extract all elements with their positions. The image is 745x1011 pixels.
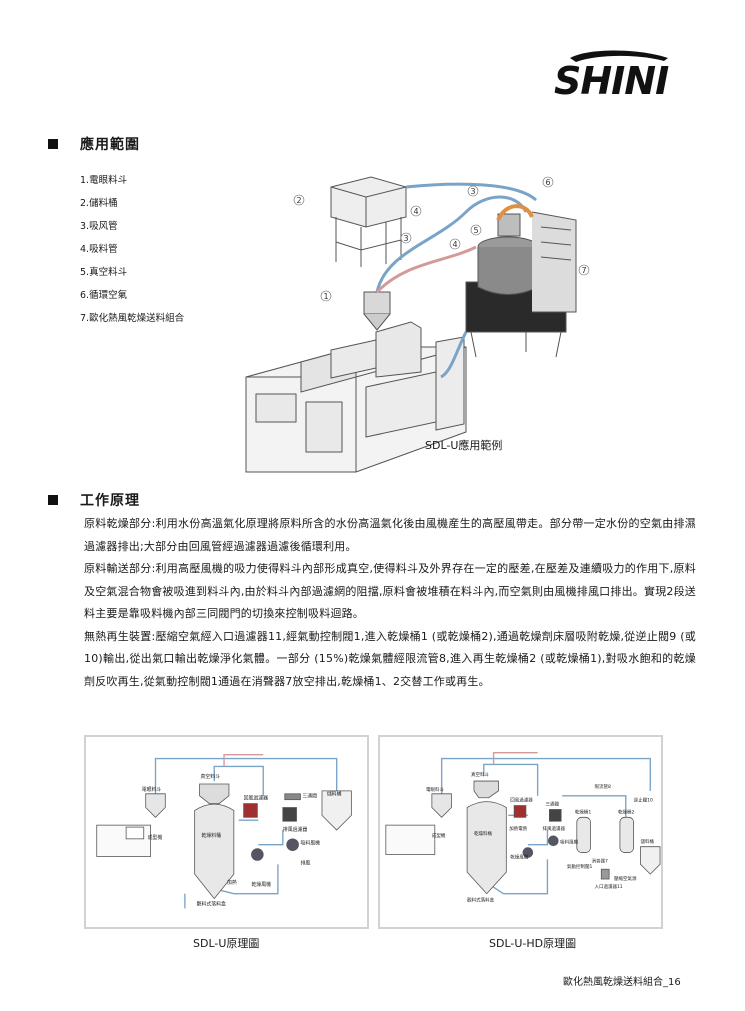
page-footer: 歐化熱風乾燥送料組合_16 [563,977,681,988]
label-dry-fan: 乾燥風機 [510,853,528,860]
label-three-way: 三通閥 [302,793,317,800]
label-molding: 成型機 [148,834,163,841]
paragraph-drying: 原料乾燥部分:利用水份高溫氣化原理將原料所含的水份高溫氣化後由風機産生的高壓風帶… [84,517,696,553]
list-item: 4.吸料管 [80,244,118,255]
storage-bin [330,176,407,228]
label-suction-fan: 吸料風機 [300,840,320,847]
label-storage: 儲料桶 [640,838,654,845]
diagram-caption: SDL-U-HD原理圖 [489,937,577,950]
section-title: 工作原理 [80,493,140,509]
label-vacuum-hopper: 真空料斗 [201,773,221,780]
return-hose [375,245,477,294]
label-suction-fan: 吸料風機 [560,839,578,846]
label-exhaust-filter: 排風過濾器 [543,825,566,832]
list-item: 7.歐化熱風乾燥送料組合 [80,313,185,324]
callout-2: 2 [297,196,302,205]
square-bullet-icon [48,495,58,505]
list-item: 1.電眼料斗 [80,175,128,186]
section-application-heading: 應用範圍 [48,134,140,154]
label-heater: 加熱電熱 [509,825,527,832]
sdl-u-hd-diagram: 真空料斗 電眼料斗 成型機 回風過濾器 三通閥 限流管8 逆止閥10 加熱電熱 … [378,735,663,929]
section-principle-heading: 工作原理 [48,490,140,510]
label-inlet-filter: 入口過濾器11 [594,883,622,890]
callout-4: 4 [414,207,419,216]
label-valve: 限流管8 [594,783,610,790]
section-title: 應用範圍 [80,137,140,153]
label-vacuum-hopper: 真空料斗 [471,771,489,778]
logo-swoosh [570,50,668,62]
label-silencer: 消音器7 [592,857,608,864]
callout-5: 5 [474,226,479,235]
label-return-filter: 回風過濾器 [244,795,268,802]
list-item: 2.儲料桶 [80,198,118,209]
label-return-filter: 回風過濾器 [510,797,533,804]
label-control-valve: 氣動控制閥1 [567,863,592,870]
label-exhaust-filter: 排風過濾器 [283,826,307,833]
paragraph-conveying: 原料輸送部分:利用高壓風機的吸力使得料斗內部形成真空,使得料斗及外界存在一定的壓… [84,562,696,620]
callout-6: 6 [546,178,551,187]
label-dryer: 乾燥料桶 [474,830,492,837]
callout-3b: 3 [404,234,409,243]
figure-caption: SDL-U應用範例 [425,439,503,452]
label-heater: 加熱 [227,879,237,886]
label-tray: 觀料式落料盒 [467,897,494,904]
eye-hopper [363,291,391,315]
callout-3: 3 [471,187,476,196]
logo-text: SHINI [554,59,669,102]
paragraph-regeneration: 無熱再生裝置:壓縮空氣經入口過濾器11,經氣動控制閥1,進入乾燥桶1 (或乾燥桶… [84,629,696,688]
principle-text: 原料乾燥部分:利用水份高溫氣化原理將原料所含的水份高溫氣化後由風機産生的高壓風帶… [84,513,696,693]
label-air-source: 壓縮空氣源 [614,875,637,882]
callout-4b: 4 [453,240,458,249]
shini-logo: SHINI [554,50,670,102]
label-dryer2: 乾燥桶2 [618,808,634,815]
suction-hose [375,195,528,293]
label-eye-hopper: 電眼料斗 [426,786,444,793]
list-item: 6.循環空氣 [80,290,128,301]
label-dry-fan: 乾燥風機 [251,881,271,888]
label-eye-hopper: 電眼料斗 [142,786,162,793]
sdl-u-diagram: 真空料斗 電眼料斗 成型機 回風過濾器 三通閥 儲料桶 乾燥料桶 排風過濾器 吸… [84,735,369,929]
label-three-way: 三通閥 [545,801,559,808]
application-illustration: 1 2 3 3 4 4 5 6 7 [245,176,590,473]
label-dryer1: 乾燥桶1 [575,808,591,815]
label-molding: 成型機 [432,832,446,839]
label-check: 逆止閥10 [634,797,653,804]
callout-7: 7 [582,266,587,275]
square-bullet-icon [48,139,58,149]
list-item: 3.吸风管 [80,221,118,232]
label-storage: 儲料桶 [327,791,342,798]
label-exhaust: 排風 [300,859,310,866]
application-list: 1.電眼料斗 2.儲料桶 3.吸风管 4.吸料管 5.真空料斗 6.循環空氣 7… [80,175,184,336]
label-tray: 觀料式落料盒 [197,900,226,907]
callout-1: 1 [324,292,329,301]
label-dryer: 乾燥料桶 [202,832,222,839]
diagram-caption: SDL-U原理圖 [193,937,260,950]
list-item: 5.真空料斗 [80,267,128,278]
